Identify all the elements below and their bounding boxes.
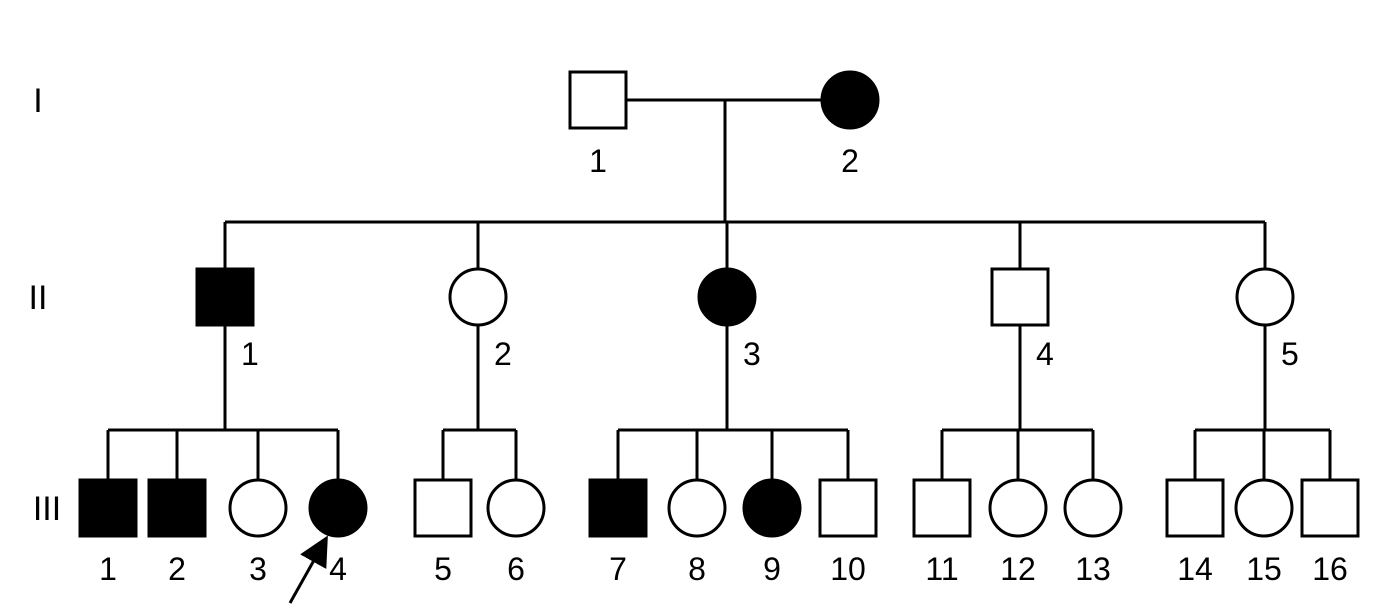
- individual-iii-7-affected-male: [588, 478, 648, 538]
- individual-number-iii-2: 2: [168, 551, 186, 587]
- individual-iii-14-unaffected-male: [1165, 478, 1225, 538]
- individual-number-iii-5: 5: [434, 551, 452, 587]
- individual-number-iii-8: 8: [688, 551, 706, 587]
- individual-iii-10-unaffected-male: [818, 478, 878, 538]
- individual-iii-5-unaffected-male: [413, 478, 473, 538]
- individual-number-i-1: 1: [589, 143, 607, 179]
- individual-iii-9-affected-female: [742, 478, 802, 538]
- pedigree-lines: [106, 98, 1332, 480]
- individual-iii-6-unaffected-female: [486, 478, 546, 538]
- generation-label-iii: III: [33, 490, 61, 528]
- individual-i-1-unaffected-male: [568, 70, 628, 130]
- individual-number-ii-5: 5: [1281, 336, 1299, 372]
- individual-number-iii-7: 7: [609, 551, 627, 587]
- proband-arrow-icon: [288, 535, 328, 604]
- individual-number-iii-6: 6: [507, 551, 525, 587]
- individual-iii-2-affected-male: [147, 478, 207, 538]
- individual-number-iii-1: 1: [99, 551, 117, 587]
- individual-number-iii-9: 9: [763, 551, 781, 587]
- individual-iii-1-affected-male: [78, 478, 138, 538]
- individual-iii-11-unaffected-male: [912, 478, 972, 538]
- individual-iii-15-unaffected-female: [1234, 478, 1294, 538]
- individual-number-ii-2: 2: [494, 336, 512, 372]
- generation-label-ii: II: [29, 279, 48, 317]
- individual-ii-2-unaffected-female: [448, 267, 508, 327]
- individual-number-ii-3: 3: [743, 336, 761, 372]
- individual-iii-4-affected-female: [308, 478, 368, 538]
- individual-number-iii-3: 3: [249, 551, 267, 587]
- proband-marker-layer: [288, 535, 328, 604]
- individual-number-iii-4: 4: [329, 551, 347, 587]
- individual-number-iii-12: 12: [1000, 551, 1036, 587]
- individual-iii-12-unaffected-female: [988, 478, 1048, 538]
- individual-number-ii-1: 1: [241, 336, 259, 372]
- individual-iii-13-unaffected-female: [1063, 478, 1123, 538]
- individual-iii-8-unaffected-female: [667, 478, 727, 538]
- individual-iii-3-unaffected-female: [228, 478, 288, 538]
- individual-ii-4-unaffected-male: [990, 267, 1050, 327]
- individual-number-iii-16: 16: [1312, 551, 1348, 587]
- individual-ii-5-unaffected-female: [1235, 267, 1295, 327]
- individual-number-iii-10: 10: [830, 551, 866, 587]
- individual-i-2-affected-female: [820, 70, 880, 130]
- individual-number-ii-4: 4: [1036, 336, 1054, 372]
- individual-ii-3-affected-female: [697, 267, 757, 327]
- individual-ii-1-affected-male: [195, 267, 255, 327]
- individual-number-iii-13: 13: [1075, 551, 1111, 587]
- individual-number-iii-11: 11: [925, 551, 958, 587]
- individual-number-iii-14: 14: [1177, 551, 1213, 587]
- generation-label-i: I: [33, 82, 42, 120]
- individual-number-iii-15: 15: [1246, 551, 1282, 587]
- individual-number-i-2: 2: [841, 143, 859, 179]
- individual-iii-16-unaffected-male: [1300, 478, 1360, 538]
